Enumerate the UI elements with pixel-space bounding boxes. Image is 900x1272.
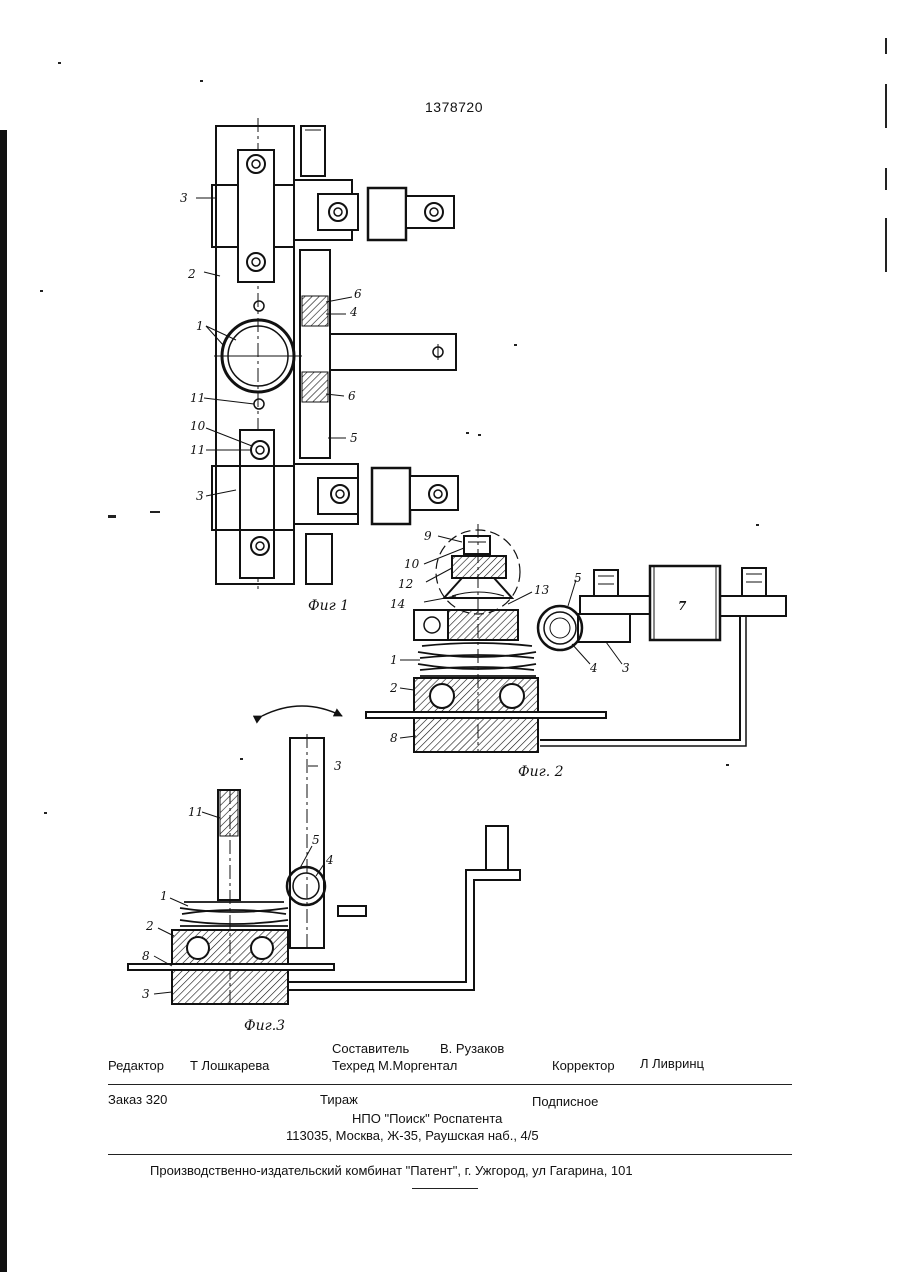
subscription: Подписное — [532, 1094, 598, 1109]
fig1-label: 4 — [349, 305, 358, 319]
fig1-label: 5 — [350, 431, 358, 445]
fig1-label: 1 — [196, 319, 204, 333]
fig1-caption: Фиг 1 — [308, 598, 349, 614]
figure-1 — [196, 118, 458, 592]
figure-2 — [366, 524, 786, 752]
composer-label: Составитель — [332, 1041, 409, 1056]
scan-speck — [726, 764, 729, 766]
fig2-label: 7 — [678, 599, 687, 613]
footer-rule — [108, 1084, 792, 1085]
fig3-label: 3 — [334, 759, 342, 773]
fig3-label: 2 — [145, 919, 154, 933]
fig2-label: 14 — [390, 597, 405, 611]
fig3-label: 8 — [142, 949, 150, 963]
scan-speck — [466, 432, 469, 434]
techred: Техред М.Моргентал — [332, 1058, 457, 1073]
scan-speck — [108, 515, 116, 518]
scan-speck — [150, 511, 160, 513]
fig1-label: 10 — [190, 419, 206, 433]
fig2-label: 4 — [589, 661, 598, 675]
fig2-label: 13 — [534, 583, 550, 597]
fig2-label: 1 — [390, 653, 398, 667]
fig3-label: 1 — [160, 889, 168, 903]
fig2-label: 2 — [389, 681, 398, 695]
editor-name: Т Лошкарева — [190, 1058, 269, 1073]
scan-speck — [40, 290, 43, 292]
fig1-label: 6 — [348, 389, 356, 403]
editor-label: Редактор — [108, 1058, 164, 1073]
fig3-label: 5 — [312, 833, 320, 847]
footer-short-rule — [412, 1188, 478, 1189]
publisher-address: 113035, Москва, Ж-35, Раушская наб., 4/5 — [286, 1128, 539, 1143]
scan-speck — [514, 344, 517, 346]
fig2-label: 3 — [622, 661, 630, 675]
patent-drawing: 3 2 1 11 10 11 3 6 4 6 5 Фиг 1 — [0, 0, 900, 1030]
composer-name: В. Рузаков — [440, 1041, 504, 1056]
fig2-label: 10 — [404, 557, 420, 571]
fig1-label: 11 — [190, 391, 205, 405]
scan-speck — [58, 62, 61, 64]
fig1-label: 6 — [354, 287, 362, 301]
fig3-caption: Фиг.3 — [244, 1018, 285, 1030]
circulation: Тираж — [320, 1092, 358, 1107]
publisher-org: НПО "Поиск" Роспатента — [352, 1111, 502, 1126]
printing-house: Производственно-издательский комбинат "П… — [150, 1163, 633, 1178]
fig2-label: 5 — [574, 571, 582, 585]
scan-speck — [44, 812, 47, 814]
fig1-label: 3 — [180, 191, 188, 205]
fig2-label: 8 — [390, 731, 398, 745]
scan-speck — [200, 80, 203, 82]
fig2-caption: Фиг. 2 — [518, 764, 564, 780]
fig1-label: 2 — [187, 267, 196, 281]
scan-speck — [478, 434, 481, 436]
corrector-label: Корректор — [552, 1058, 615, 1073]
fig3-label: 11 — [188, 805, 203, 819]
scan-speck — [240, 758, 243, 760]
scan-speck — [756, 524, 759, 526]
corrector-name: Л Ливринц — [640, 1056, 704, 1071]
footer-rule — [108, 1154, 792, 1155]
fig1-label: 11 — [190, 443, 205, 457]
order-number: Заказ 320 — [108, 1092, 167, 1107]
fig1-label: 3 — [196, 489, 204, 503]
fig2-label: 12 — [398, 577, 413, 591]
fig2-label: 9 — [424, 529, 432, 543]
fig3-label: 4 — [325, 853, 334, 867]
fig3-label: 3 — [142, 987, 150, 1001]
